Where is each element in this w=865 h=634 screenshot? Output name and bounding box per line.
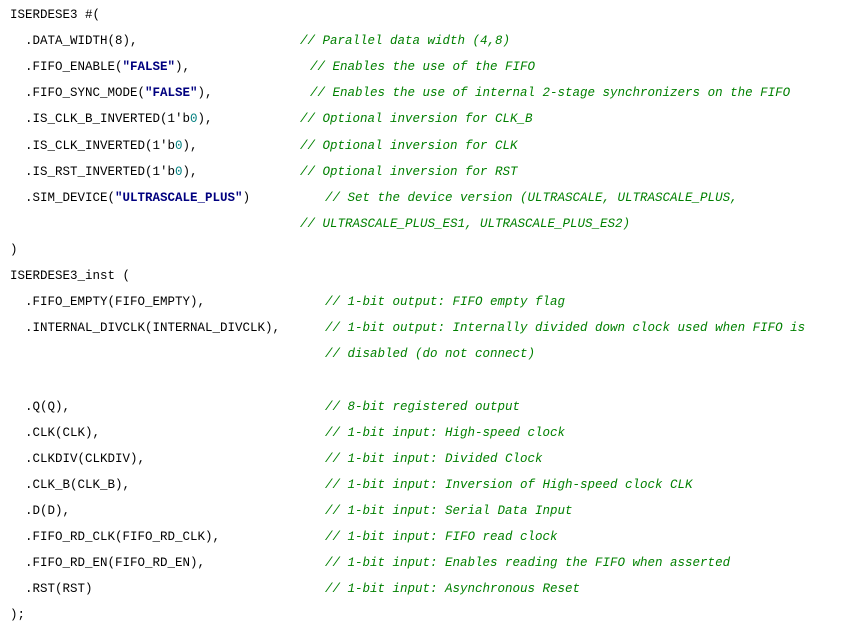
code-token: .CLKDIV(CLKDIV), bbox=[10, 451, 146, 466]
code-token: ), bbox=[175, 60, 191, 75]
code-token: .INTERNAL_DIVCLK(INTERNAL_DIVCLK), bbox=[10, 321, 281, 336]
code-comment: // 1-bit input: Inversion of High-speed … bbox=[325, 477, 693, 492]
code-line: .IS_CLK_B_INVERTED(1'b0), // Optional inv… bbox=[0, 106, 865, 132]
code-line: ISERDESE3_inst ( bbox=[0, 263, 865, 289]
code-comment: // Optional inversion for CLK_B bbox=[300, 112, 533, 127]
code-comment: // Set the device version (ULTRASCALE, U… bbox=[325, 190, 738, 205]
code-token: ), bbox=[197, 112, 213, 127]
code-token: ) bbox=[242, 190, 251, 205]
code-token: .SIM_DEVICE( bbox=[10, 190, 116, 205]
code-comment: // Optional inversion for CLK bbox=[300, 138, 518, 153]
code-line: .DATA_WIDTH(8), // Parallel data width (4… bbox=[0, 28, 865, 54]
code-token: ), bbox=[182, 164, 198, 179]
code-text: .DATA_WIDTH(8), bbox=[10, 28, 138, 54]
code-text: .CLKDIV(CLKDIV), bbox=[10, 446, 145, 472]
code-comment: // ULTRASCALE_PLUS_ES1, ULTRASCALE_PLUS_… bbox=[300, 216, 631, 231]
code-line: .FIFO_SYNC_MODE("FALSE"), // Enables the … bbox=[0, 80, 865, 106]
code-comment: // 1-bit input: Serial Data Input bbox=[325, 503, 573, 518]
code-line: .FIFO_RD_EN(FIFO_RD_EN), // 1-bit input: … bbox=[0, 550, 865, 576]
code-text: .FIFO_RD_CLK(FIFO_RD_CLK), bbox=[10, 524, 220, 550]
code-text: ) bbox=[10, 237, 18, 263]
code-comment: // 1-bit input: Asynchronous Reset bbox=[325, 582, 581, 597]
code-token: .FIFO_ENABLE( bbox=[10, 60, 123, 75]
code-token: .D(D), bbox=[10, 503, 71, 518]
code-line: .SIM_DEVICE("ULTRASCALE_PLUS") // Set the… bbox=[0, 185, 865, 211]
number-literal: 0 bbox=[175, 138, 183, 153]
code-comment: // 8-bit registered output bbox=[325, 399, 521, 414]
string-literal: "ULTRASCALE_PLUS" bbox=[115, 190, 243, 205]
code-line: .IS_CLK_INVERTED(1'b0), // Optional inver… bbox=[0, 133, 865, 159]
code-comment: // 1-bit output: Internally divided down… bbox=[325, 321, 806, 336]
code-line: .CLK_B(CLK_B), // 1-bit input: Inversion … bbox=[0, 472, 865, 498]
code-line: .D(D), // 1-bit input: Serial Data Input bbox=[0, 498, 865, 524]
code-text: .FIFO_EMPTY(FIFO_EMPTY), bbox=[10, 289, 205, 315]
code-comment: // 1-bit output: FIFO empty flag bbox=[325, 295, 566, 310]
code-text: .CLK(CLK), bbox=[10, 420, 100, 446]
code-token: .FIFO_RD_EN(FIFO_RD_EN), bbox=[10, 556, 206, 571]
code-line: .RST(RST) // 1-bit input: Asynchronous Re… bbox=[0, 576, 865, 602]
code-token: .DATA_WIDTH(8), bbox=[10, 34, 138, 49]
code-token: ISERDESE3_inst ( bbox=[10, 269, 131, 283]
code-text: .INTERNAL_DIVCLK(INTERNAL_DIVCLK), bbox=[10, 315, 280, 341]
code-comment: // 1-bit input: Enables reading the FIFO… bbox=[325, 556, 731, 571]
code-text: .FIFO_SYNC_MODE("FALSE"), bbox=[10, 80, 213, 106]
code-token: .CLK(CLK), bbox=[10, 425, 101, 440]
string-literal: "FALSE" bbox=[145, 86, 198, 101]
code-comment: // 1-bit input: High-speed clock bbox=[325, 425, 566, 440]
code-token: ), bbox=[197, 86, 213, 101]
code-comment: // Enables the use of internal 2-stage s… bbox=[310, 86, 791, 101]
code-line: .FIFO_RD_CLK(FIFO_RD_CLK), // 1-bit input… bbox=[0, 524, 865, 550]
code-line: .INTERNAL_DIVCLK(INTERNAL_DIVCLK), // 1-b… bbox=[0, 315, 865, 341]
code-comment: // 1-bit input: FIFO read clock bbox=[325, 530, 558, 544]
code-token: .RST(RST) bbox=[10, 582, 93, 597]
code-line: ISERDESE3 #( bbox=[0, 2, 865, 28]
code-line: .FIFO_ENABLE("FALSE"), // Enables the use… bbox=[0, 54, 865, 80]
code-token: .FIFO_EMPTY(FIFO_EMPTY), bbox=[10, 295, 206, 310]
code-text: ISERDESE3_inst ( bbox=[10, 263, 130, 289]
code-line: .IS_RST_INVERTED(1'b0), // Optional inver… bbox=[0, 159, 865, 185]
code-line: .CLK(CLK), // 1-bit input: High-speed clo… bbox=[0, 420, 865, 446]
code-token: .CLK_B(CLK_B), bbox=[10, 477, 131, 492]
code-token: ) bbox=[10, 242, 18, 257]
code-text: .SIM_DEVICE("ULTRASCALE_PLUS") bbox=[10, 185, 250, 211]
code-text: .D(D), bbox=[10, 498, 70, 524]
code-text: .RST(RST) bbox=[10, 576, 93, 602]
number-literal: 0 bbox=[175, 164, 183, 179]
code-text: .FIFO_ENABLE("FALSE"), bbox=[10, 54, 190, 80]
code-text: ); bbox=[10, 602, 25, 628]
code-token: .IS_CLK_B_INVERTED(1'b bbox=[10, 112, 191, 127]
code-token: ISERDESE3 #( bbox=[10, 8, 101, 22]
code-line: .FIFO_EMPTY(FIFO_EMPTY), // 1-bit output:… bbox=[0, 289, 865, 315]
code-line bbox=[0, 367, 865, 393]
code-token: .IS_RST_INVERTED(1'b bbox=[10, 164, 176, 179]
code-text: .IS_CLK_B_INVERTED(1'b0), bbox=[10, 106, 213, 132]
code-token: .IS_CLK_INVERTED(1'b bbox=[10, 138, 176, 153]
string-literal: "FALSE" bbox=[122, 60, 176, 75]
code-text: .IS_RST_INVERTED(1'b0), bbox=[10, 159, 198, 185]
code-text: .IS_CLK_INVERTED(1'b0), bbox=[10, 133, 198, 159]
code-line: .CLKDIV(CLKDIV), // 1-bit input: Divided … bbox=[0, 446, 865, 472]
code-comment: // disabled (do not connect) bbox=[325, 347, 536, 362]
code-text: .FIFO_RD_EN(FIFO_RD_EN), bbox=[10, 550, 205, 576]
code-comment: // Parallel data width (4,8) bbox=[300, 34, 511, 49]
code-line: ); bbox=[0, 602, 865, 628]
code-token: .Q(Q), bbox=[10, 399, 71, 414]
code-line: .Q(Q), // 8-bit registered output bbox=[0, 394, 865, 420]
code-token: ), bbox=[182, 138, 198, 153]
code-line: ) bbox=[0, 237, 865, 263]
number-literal: 0 bbox=[190, 112, 198, 127]
code-comment: // Enables the use of the FIFO bbox=[310, 60, 536, 75]
code-text: .CLK_B(CLK_B), bbox=[10, 472, 130, 498]
code-token: .FIFO_SYNC_MODE( bbox=[10, 86, 146, 101]
code-line: // disabled (do not connect) bbox=[0, 341, 865, 367]
code-text: .Q(Q), bbox=[10, 394, 70, 420]
code-token: ); bbox=[10, 608, 26, 623]
code-comment: // 1-bit input: Divided Clock bbox=[325, 451, 543, 466]
code-comment: // Optional inversion for RST bbox=[300, 164, 518, 179]
code-token: .FIFO_RD_CLK(FIFO_RD_CLK), bbox=[10, 530, 221, 544]
code-text: ISERDESE3 #( bbox=[10, 2, 100, 28]
code-line: // ULTRASCALE_PLUS_ES1, ULTRASCALE_PLUS_… bbox=[0, 211, 865, 237]
